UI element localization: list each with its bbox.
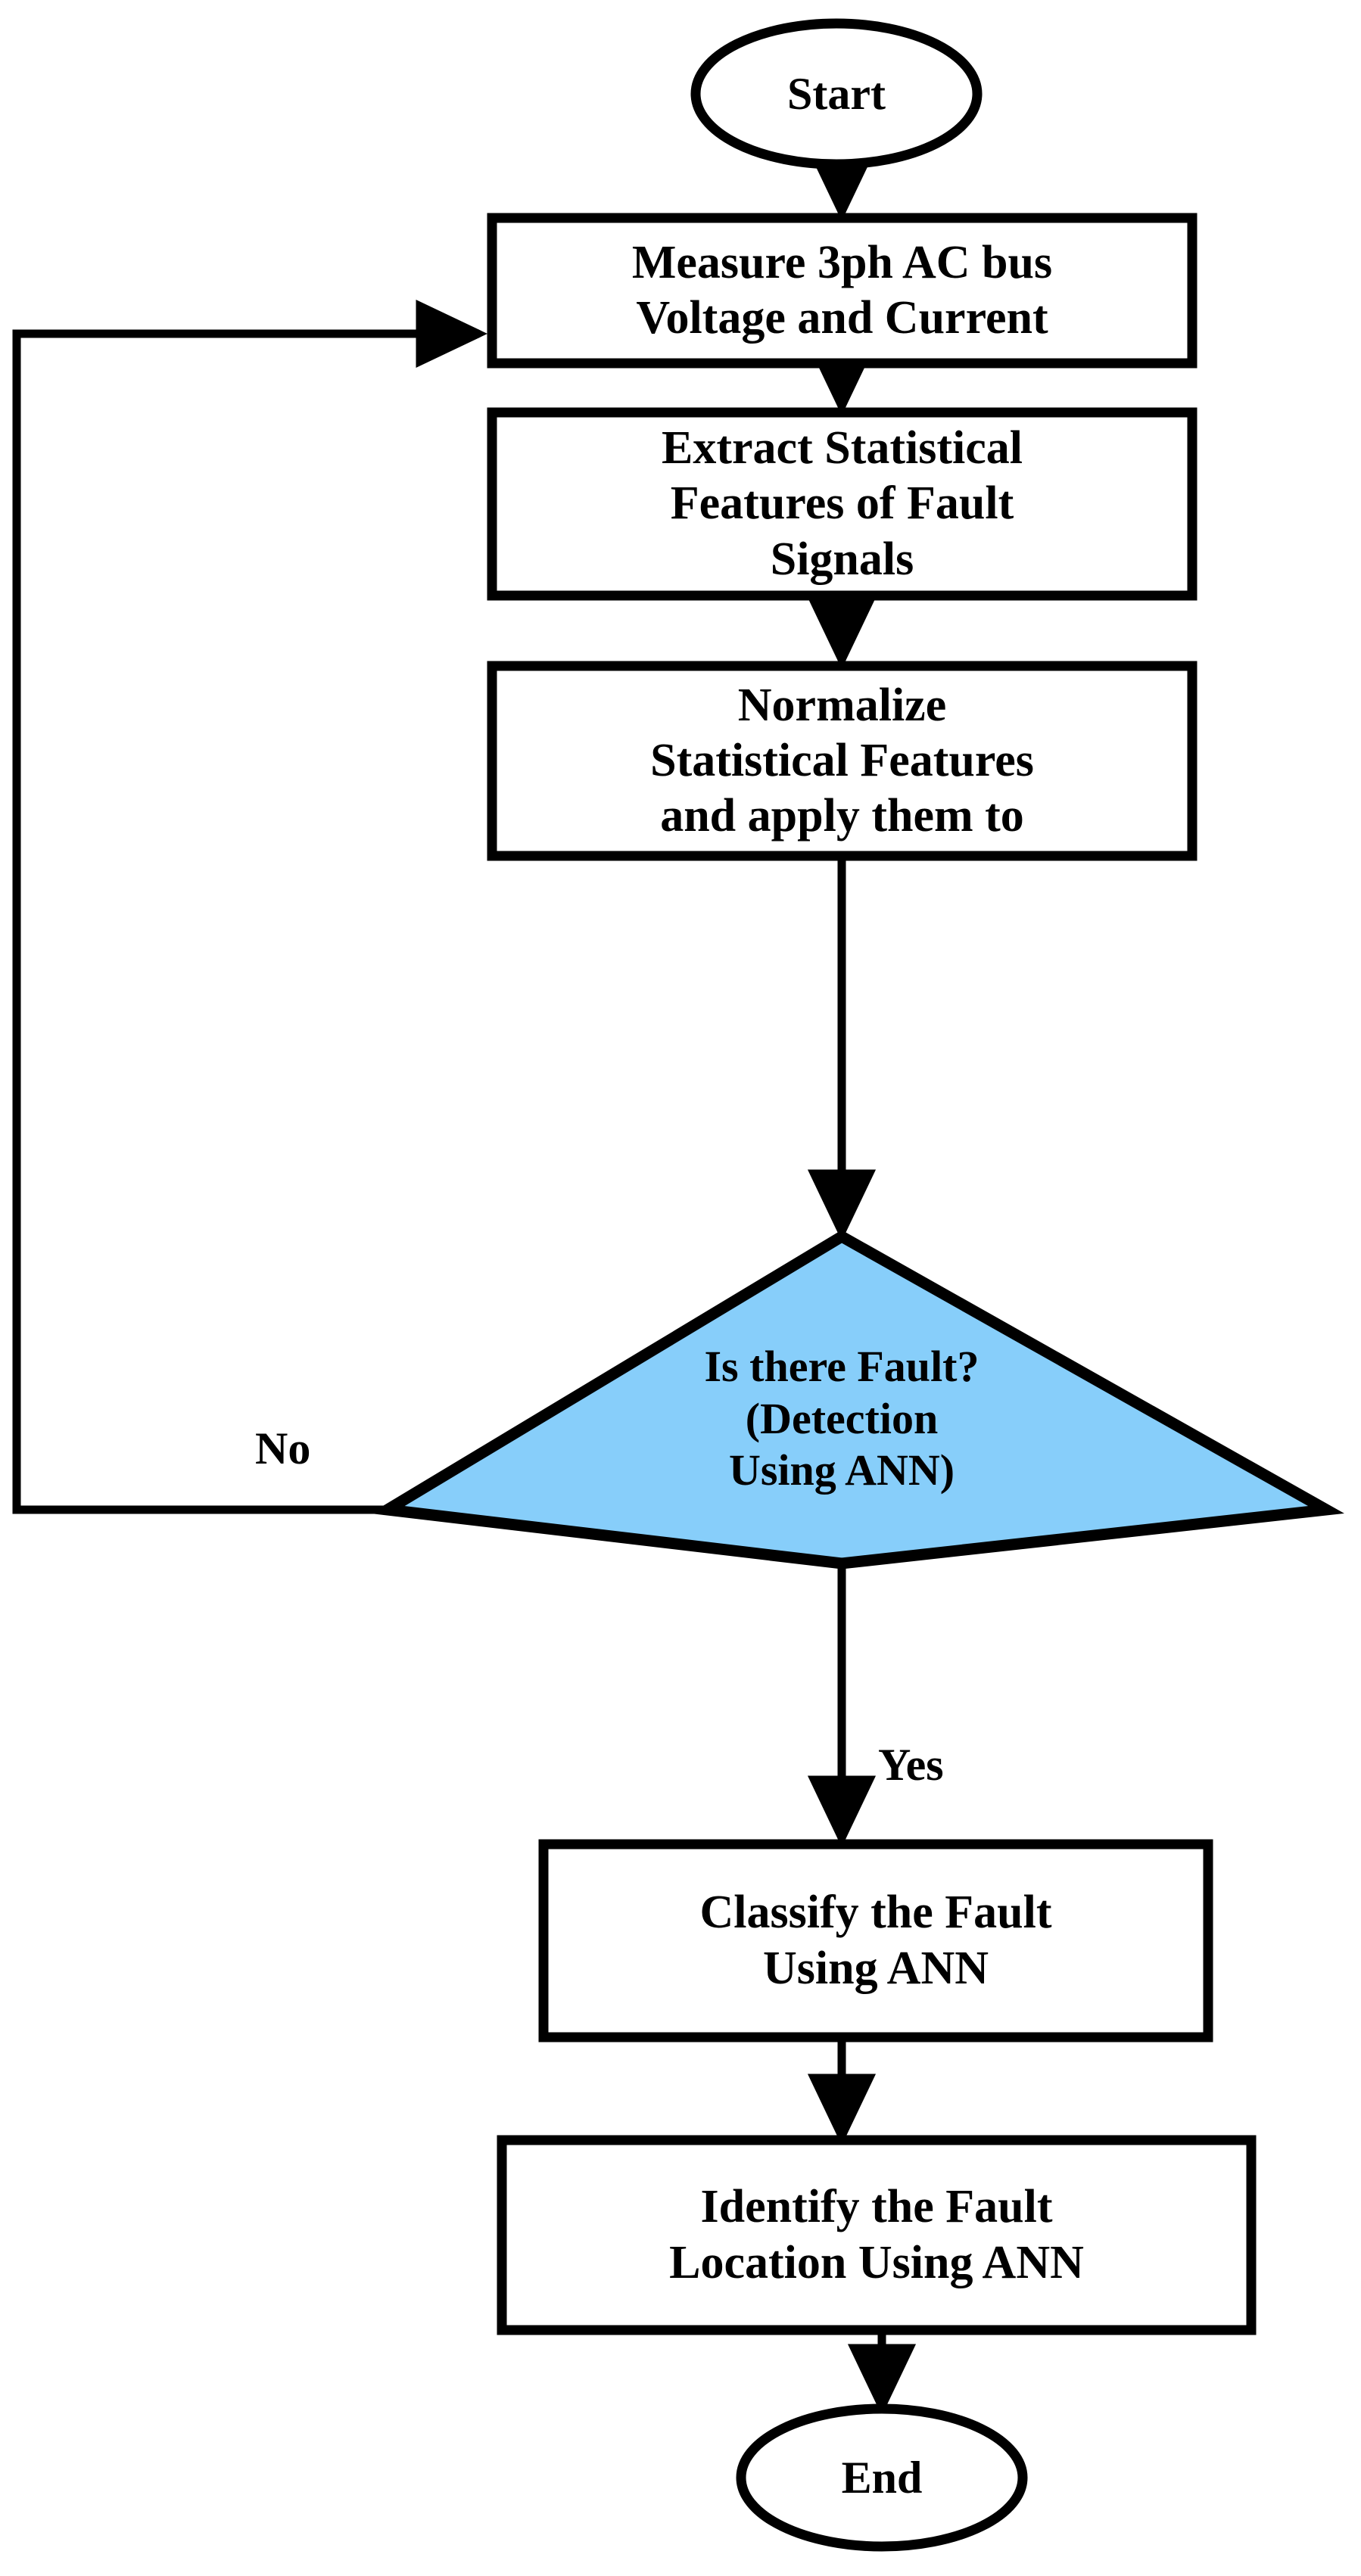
extract-box-shape[interactable]: [487, 407, 1197, 601]
start-terminator-shape[interactable]: [690, 18, 983, 170]
edge-label-yes: Yes: [878, 1740, 944, 1790]
decision-diamond-shape[interactable]: [370, 1230, 1344, 1570]
identify-box-shape[interactable]: [497, 2135, 1257, 2335]
edge-label-no: No: [255, 1423, 311, 1473]
normalize-box-shape[interactable]: [487, 661, 1197, 861]
measure-box-shape[interactable]: [487, 213, 1197, 369]
classify-box-shape[interactable]: [538, 1839, 1213, 2042]
end-terminator-shape[interactable]: [736, 2403, 1028, 2552]
edge-decision-no-feedback: [12, 299, 488, 1514]
